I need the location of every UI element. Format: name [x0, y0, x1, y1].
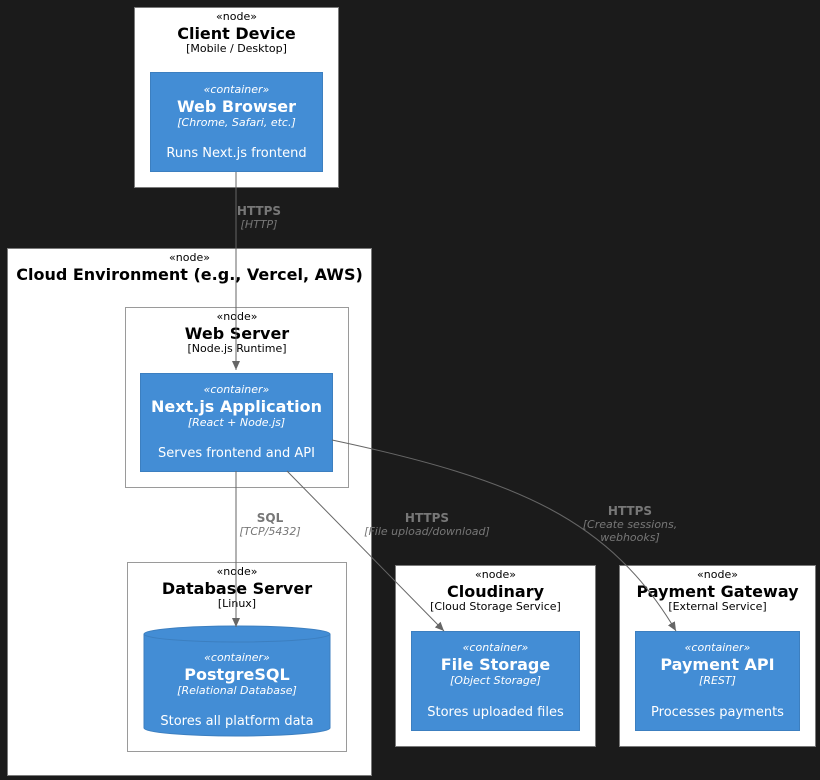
container-technology: [REST]: [699, 674, 736, 687]
node-title: Client Device: [177, 24, 296, 43]
edge-label-protocol: [TCP/5432]: [239, 525, 301, 538]
node-stereotype: «node»: [169, 251, 210, 264]
container-file-storage[interactable]: «container» File Storage [Object Storage…: [411, 631, 580, 731]
container-payment-api[interactable]: «container» Payment API [REST] Processes…: [635, 631, 800, 731]
node-client-device: «node» Client Device [Mobile / Desktop] …: [134, 7, 339, 188]
node-stereotype: «node»: [697, 568, 738, 581]
edge-label-browser-nextjs: HTTPS [HTTP]: [214, 204, 304, 231]
node-cloudinary: «node» Cloudinary [Cloud Storage Service…: [395, 565, 596, 747]
container-stereotype: «container»: [204, 651, 270, 664]
node-technology: [External Service]: [668, 600, 767, 613]
node-stereotype: «node»: [216, 565, 258, 578]
edge-label-protocol: [HTTP]: [240, 218, 278, 231]
node-cloud-environment: «node» Cloud Environment (e.g., Vercel, …: [7, 248, 372, 776]
edge-label-protocol: [File upload/download]: [364, 525, 490, 538]
container-description: Stores all platform data: [160, 714, 314, 729]
container-technology: [Chrome, Safari, etc.]: [177, 116, 296, 129]
container-title: Web Browser: [176, 97, 297, 116]
container-description: Processes payments: [651, 705, 784, 720]
edge-label-title: HTTPS: [607, 504, 653, 518]
edge-nextjs-to-payment-api: [331, 439, 677, 632]
container-title: PostgreSQL: [184, 665, 290, 684]
edge-label-nextjs-storage: HTTPS [File upload/download]: [352, 511, 502, 538]
edge-label-protocol: [Create sessions,: [582, 518, 678, 531]
edge-label-title: SQL: [256, 511, 284, 525]
container-postgresql[interactable]: «container» PostgreSQL [Relational Datab…: [143, 625, 331, 737]
container-title: Payment API: [660, 655, 775, 674]
node-technology: [Mobile / Desktop]: [186, 42, 287, 55]
node-title: Database Server: [161, 579, 313, 598]
edge-label-title: HTTPS: [404, 511, 450, 525]
container-nextjs-application[interactable]: «container» Next.js Application [React +…: [140, 373, 333, 472]
edge-label-nextjs-db: SQL [TCP/5432]: [225, 511, 315, 538]
edge-label-title: HTTPS: [236, 204, 282, 218]
container-technology: [React + Node.js]: [187, 416, 286, 429]
container-stereotype: «container»: [203, 383, 270, 396]
container-technology: [Relational Database]: [177, 684, 297, 697]
edge-nextjs-to-file-storage: [286, 470, 445, 632]
node-title: Payment Gateway: [636, 582, 799, 601]
container-stereotype: «container»: [462, 641, 529, 654]
container-description: Serves frontend and API: [158, 446, 315, 461]
node-technology: [Linux]: [217, 597, 257, 610]
node-technology: [Node.js Runtime]: [187, 342, 287, 355]
node-payment-gateway: «node» Payment Gateway [External Service…: [619, 565, 816, 747]
container-title: File Storage: [440, 655, 551, 674]
container-title: Next.js Application: [151, 397, 322, 416]
edge-label-nextjs-payment: HTTPS [Create sessions, webhooks]: [566, 504, 694, 544]
node-stereotype: «node»: [475, 568, 516, 581]
node-web-server: «node» Web Server [Node.js Runtime] «con…: [125, 307, 349, 488]
container-description: Runs Next.js frontend: [166, 146, 307, 161]
node-title: Web Server: [184, 324, 290, 343]
node-stereotype: «node»: [216, 10, 257, 23]
node-stereotype: «node»: [216, 310, 258, 323]
node-database-server: «node» Database Server [Linux] «containe…: [127, 562, 347, 752]
container-stereotype: «container»: [684, 641, 751, 654]
database-cylinder-icon: [143, 625, 331, 737]
container-description: Stores uploaded files: [427, 705, 564, 720]
container-stereotype: «container»: [203, 83, 270, 96]
node-title: Cloudinary: [446, 582, 545, 601]
node-technology: [Cloud Storage Service]: [430, 600, 561, 613]
node-title: Cloud Environment (e.g., Vercel, AWS): [16, 265, 363, 284]
edge-label-protocol: webhooks]: [600, 531, 660, 544]
container-technology: [Object Storage]: [450, 674, 541, 687]
container-web-browser[interactable]: «container» Web Browser [Chrome, Safari,…: [150, 72, 323, 172]
